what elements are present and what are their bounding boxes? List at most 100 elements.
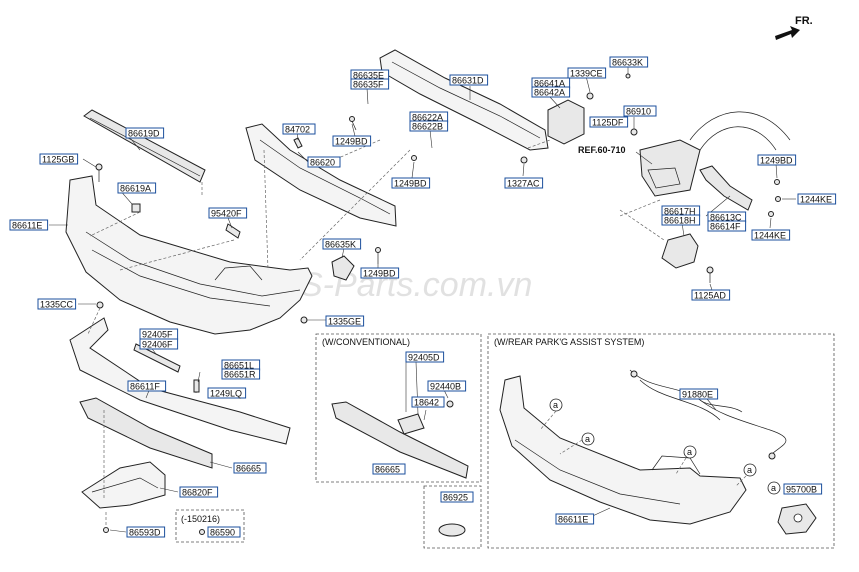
- part-number-text: 86910: [626, 106, 651, 116]
- part-label-1125gb[interactable]: 1125GB: [39, 153, 79, 165]
- part-number-text: 1249BD: [335, 136, 368, 146]
- part-label-86925[interactable]: 86925: [440, 491, 474, 503]
- part-label-86611e[interactable]: 86611E: [9, 219, 49, 231]
- part-label-86611e[interactable]: 86611E: [555, 513, 595, 525]
- part-number-text: 86665: [375, 464, 400, 474]
- part-label-84702[interactable]: 84702: [282, 123, 316, 135]
- part-label-86619a[interactable]: 86619A: [117, 182, 157, 194]
- part-number-text: 86635K: [325, 239, 356, 249]
- conventional-section-frame: [315, 333, 482, 483]
- part-label-1339ce[interactable]: 1339CE: [567, 67, 607, 79]
- part-label-86665[interactable]: 86665: [233, 462, 267, 474]
- part-label-1249lq[interactable]: 1249LQ: [207, 387, 247, 399]
- part-label-91880e[interactable]: 91880E: [679, 388, 719, 400]
- part-number-text: 86590: [210, 527, 235, 537]
- part-label-92405d[interactable]: 92405D: [405, 351, 445, 363]
- part-number-text: 86635E: [353, 70, 384, 80]
- part-label-95420f[interactable]: 95420F: [208, 207, 248, 219]
- part-number-text: 92406F: [142, 339, 173, 349]
- part-label-86651r[interactable]: 86651R: [221, 368, 261, 380]
- part-number-text: 1339CE: [570, 68, 603, 78]
- part-label-86620[interactable]: 86620: [307, 156, 341, 168]
- side-bracket-drawing: [699, 165, 753, 211]
- part-label-86622b[interactable]: 86622B: [409, 120, 449, 132]
- parking-sensor-wiring-drawing: [629, 369, 787, 460]
- part-label-92405f[interactable]: 92405F: [139, 328, 179, 340]
- part-number-text: 86665: [236, 463, 261, 473]
- beam-bracket-drawing: [547, 99, 585, 145]
- park-assist-bumper-drawing: [499, 375, 747, 525]
- part-labels: 86619D 1125GB 86619A 86611E 95420F 1335CC 9240…: [9, 56, 837, 538]
- part-label-86635f[interactable]: 86635F: [350, 78, 390, 90]
- lower-side-bracket-drawing: [661, 233, 699, 269]
- part-label-86820f[interactable]: 86820F: [179, 486, 219, 498]
- part-number-text: 1125AD: [694, 290, 726, 300]
- part-label-1335cc[interactable]: 1335CC: [37, 298, 77, 310]
- part-number-text: 86611E: [12, 220, 42, 230]
- part-label-1249bd[interactable]: 1249BD: [360, 267, 400, 279]
- part-number-text: 1335GE: [328, 316, 361, 326]
- svg-text:a: a: [771, 483, 776, 493]
- part-number-text: 1335CC: [40, 299, 74, 309]
- wheel-arch-drawing: [639, 111, 791, 197]
- part-label-92406f[interactable]: 92406F: [139, 338, 179, 350]
- part-label-86665[interactable]: 86665: [372, 463, 406, 475]
- park-assist-section-frame: [487, 333, 835, 549]
- part-label-1249bd[interactable]: 1249BD: [757, 154, 797, 166]
- conventional-skid-plate-drawing: [331, 361, 469, 479]
- part-number-text: 1249BD: [760, 155, 793, 165]
- ref-label: REF.60-710: [578, 145, 626, 155]
- part-number-text: 86622A: [412, 112, 443, 122]
- part-number-text: 1327AC: [507, 178, 540, 188]
- part-number-text: 92405D: [408, 352, 440, 362]
- part-label-1249bd[interactable]: 1249BD: [391, 177, 431, 189]
- direction-label: FR.: [795, 15, 813, 27]
- part-label-1244ke[interactable]: 1244KE: [751, 229, 791, 241]
- date-note-clip-icon: [199, 529, 205, 535]
- part-number-text: 86617H: [664, 206, 696, 216]
- impact-beam-drawing: [379, 49, 549, 151]
- part-label-86633k[interactable]: 86633K: [609, 56, 649, 68]
- part-label-86642a[interactable]: 86642A: [531, 86, 571, 98]
- svg-text:a: a: [553, 400, 558, 410]
- rear-bumper-cover-drawing: [65, 175, 313, 335]
- part-number-text: 86593D: [129, 527, 161, 537]
- part-number-text: 86642A: [534, 87, 565, 97]
- part-label-86614f[interactable]: 86614F: [707, 220, 747, 232]
- part-label-86590[interactable]: 86590: [207, 526, 241, 538]
- part-label-95700b[interactable]: 95700B: [783, 483, 823, 495]
- part-label-86593d[interactable]: 86593D: [126, 526, 166, 538]
- front-direction-arrow-icon: [775, 26, 800, 40]
- part-label-86619d[interactable]: 86619D: [125, 127, 165, 139]
- part-label-86910[interactable]: 86910: [623, 105, 657, 117]
- part-label-86611f[interactable]: 86611F: [127, 380, 167, 392]
- part-number-text: 1249BD: [394, 178, 427, 188]
- part-label-1125ad[interactable]: 1125AD: [691, 289, 731, 301]
- part-label-86635k[interactable]: 86635K: [322, 238, 362, 250]
- part-label-1327ac[interactable]: 1327AC: [504, 177, 544, 189]
- svg-text:a: a: [687, 447, 692, 457]
- part-label-86631d[interactable]: 86631D: [449, 74, 489, 86]
- part-label-86618h[interactable]: 86618H: [661, 214, 701, 226]
- park-assist-section-title: (W/REAR PARK'G ASSIST SYSTEM): [494, 337, 644, 347]
- part-number-text: 86925: [443, 492, 468, 502]
- part-label-1249bd[interactable]: 1249BD: [332, 135, 372, 147]
- part-number-text: 86620: [310, 157, 335, 167]
- part-number-text: 1244KE: [754, 230, 786, 240]
- part-number-text: 1125GB: [42, 154, 74, 164]
- part-number-text: 86619D: [128, 128, 160, 138]
- callout-markers: a a a a a: [539, 398, 781, 495]
- part-label-18642[interactable]: 18642: [411, 396, 445, 408]
- part-number-text: 86613C: [710, 212, 742, 222]
- part-number-text: 86611E: [558, 514, 588, 524]
- part-label-1125df[interactable]: 1125DF: [589, 116, 629, 128]
- part-label-1244ke[interactable]: 1244KE: [797, 193, 837, 205]
- energy-absorber-drawing: [245, 123, 397, 227]
- under-cover-drawing: [81, 461, 166, 509]
- park-sensor-drawing: [777, 503, 817, 535]
- part-number-text: 86622B: [412, 121, 443, 131]
- part-label-92440b[interactable]: 92440B: [427, 380, 467, 392]
- part-number-text: 1249BD: [363, 268, 396, 278]
- part-label-1335ge[interactable]: 1335GE: [325, 315, 365, 327]
